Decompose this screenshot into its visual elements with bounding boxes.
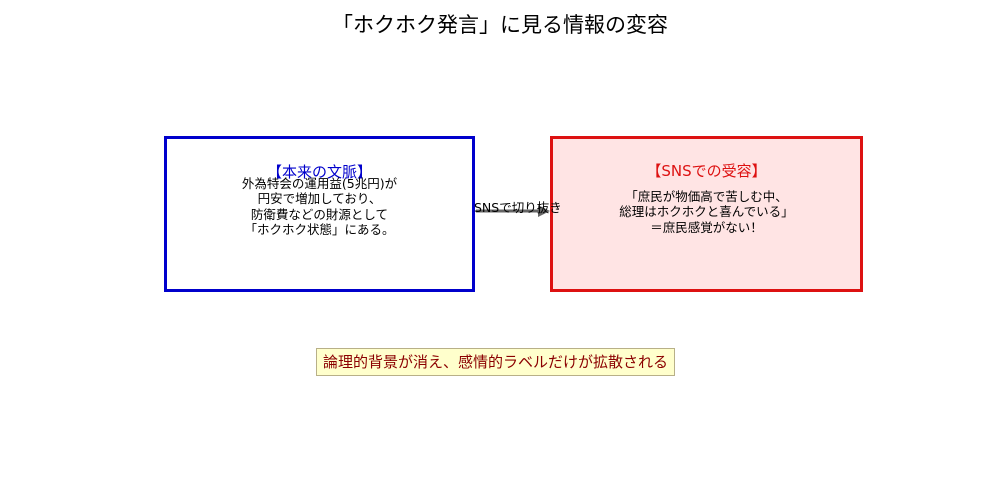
original-context-line: 外為特会の運用益(5兆円)が: [241, 176, 398, 191]
sns-reception-heading: 【SNSでの受容】: [646, 162, 767, 180]
original-context-line: 「ホクホク状態」にある。: [244, 221, 395, 237]
original-context-box: 【本来の文脈】 外為特会の運用益(5兆円)が 円安で増加しており、 防衛費などの…: [164, 136, 475, 292]
sns-reception-line: ＝庶民感覚がない！: [650, 219, 763, 235]
original-context-heading: 【本来の文脈】: [266, 163, 372, 181]
original-context-line: 円安で増加しており、: [257, 191, 382, 207]
sns-reception-text: 「庶民が物価高で苦しむ中、 総理はホクホクと喜んでいる」 ＝庶民感覚がない！: [553, 189, 860, 235]
arrow-label: SNSで切り抜き: [474, 200, 562, 215]
arrow-head: [538, 205, 550, 217]
conclusion-note: 論理的背景が消え、感情的ラベルだけが拡散される: [316, 348, 676, 376]
original-context-line: 防衛費などの財源として: [250, 206, 389, 222]
sns-reception-line: 「庶民が物価高で苦しむ中、: [625, 189, 788, 204]
sns-reception-line: 総理はホクホクと喜んでいる」: [619, 204, 794, 220]
diagram-title: 「ホクホク発言」に見る情報の変容: [332, 13, 668, 37]
transform-arrow: [476, 205, 550, 217]
original-context-text: 外為特会の運用益(5兆円)が 円安で増加しており、 防衛費などの財源として 「ホ…: [167, 176, 472, 237]
sns-reception-box: 【SNSでの受容】 「庶民が物価高で苦しむ中、 総理はホクホクと喜んでいる」 ＝…: [550, 136, 863, 292]
